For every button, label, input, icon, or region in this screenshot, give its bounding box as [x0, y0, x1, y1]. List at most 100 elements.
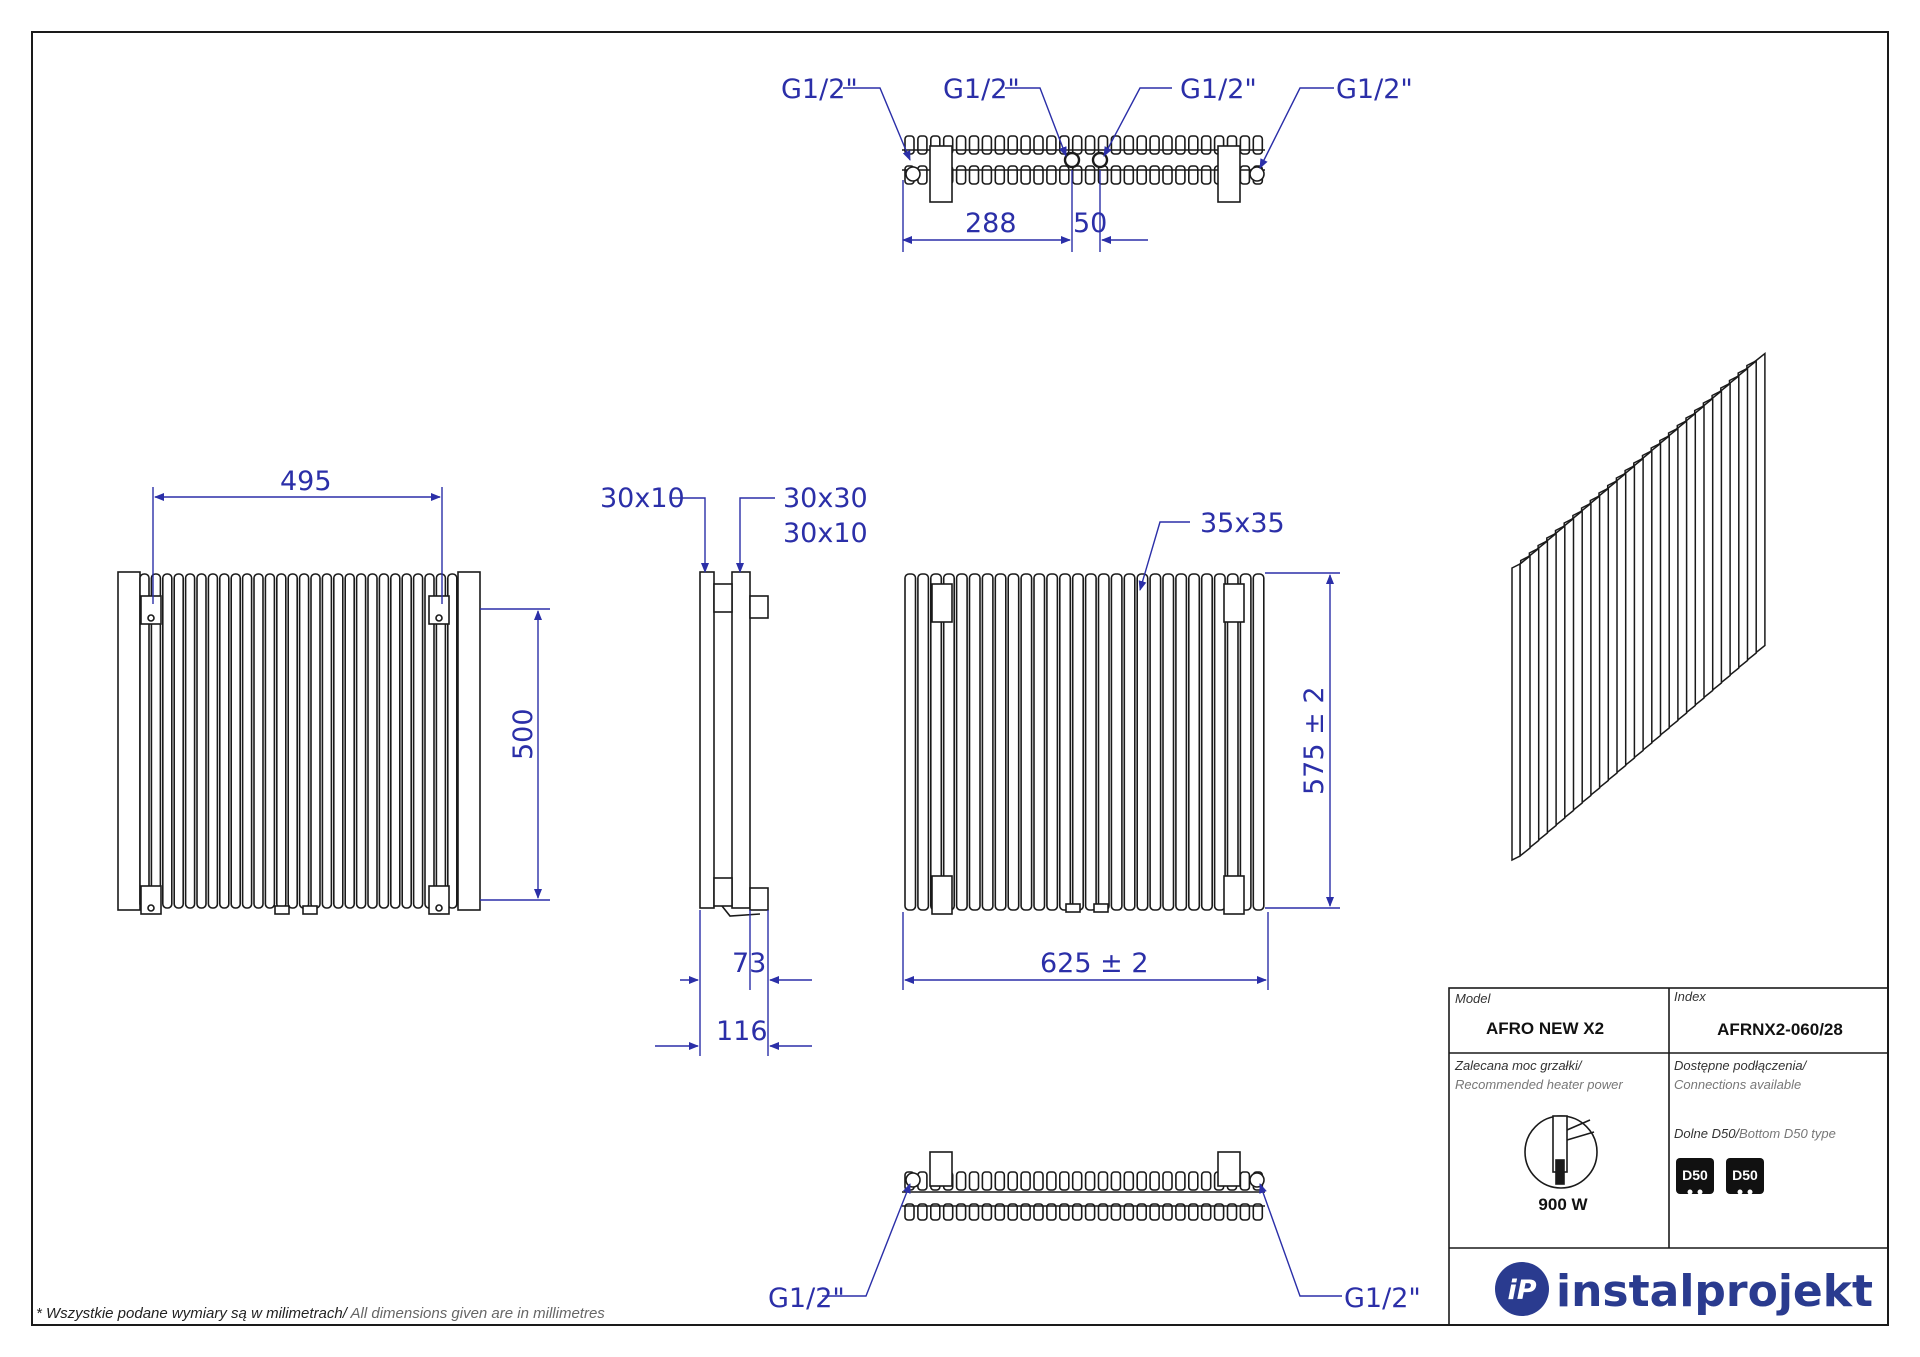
radiator-tube: [1149, 165, 1160, 185]
dim-73: 73: [732, 948, 766, 979]
radiator-tube: [1046, 1171, 1057, 1191]
dim-30x10-b: 30x10: [783, 518, 868, 549]
svg-text:D50: D50: [1732, 1167, 1758, 1183]
radiator-tube: [1020, 1203, 1031, 1221]
radiator-tube: [253, 573, 264, 909]
radiator-tube: [1175, 135, 1186, 155]
radiator-tube: [1149, 1203, 1160, 1221]
radiator-tube: [1175, 1171, 1186, 1191]
radiator-tube: [981, 165, 993, 185]
radiator-tube: [955, 573, 968, 911]
radiator-tube: [1033, 165, 1044, 185]
dim-g-bottom-left: G1/2": [768, 1283, 845, 1314]
radiator-tube: [968, 135, 980, 155]
radiator-tube: [389, 573, 401, 909]
radiator-tube: [955, 1203, 967, 1221]
radiator-tube: [981, 1203, 993, 1221]
radiator-tube: [1007, 165, 1019, 185]
radiator-tube: [981, 573, 994, 911]
radiator-tube: [1136, 1171, 1147, 1191]
instalprojekt-logo: iP instalprojekt: [1495, 1262, 1873, 1317]
radiator-tube: [1059, 1171, 1070, 1191]
radiator-tube: [1097, 1203, 1109, 1221]
radiator-tube: [184, 573, 196, 909]
radiator-tube: [1059, 1203, 1070, 1221]
radiator-tube: [1213, 1203, 1225, 1221]
radiator-tube: [1136, 165, 1147, 185]
radiator-tube: [401, 573, 413, 909]
rear-view: [904, 573, 1265, 915]
dim-30x10: 30x10: [600, 483, 685, 514]
top-view: [902, 135, 1265, 203]
radiator-tube: [1136, 573, 1149, 911]
radiator-tube: [1162, 135, 1173, 155]
radiator-tube: [981, 135, 993, 155]
dim-500: 500: [508, 708, 539, 760]
model-value: AFRO NEW X2: [1486, 1019, 1604, 1038]
radiator-tube: [1110, 165, 1122, 185]
radiator-tube: [994, 135, 1006, 155]
radiator-tube: [968, 1203, 980, 1221]
model-label: Model: [1455, 991, 1492, 1006]
radiator-tube: [1200, 1171, 1212, 1191]
radiator-tube: [1252, 135, 1264, 155]
radiator-tube: [929, 573, 943, 911]
radiator-tube: [994, 1171, 1006, 1191]
radiator-tube: [310, 573, 321, 909]
dim-g-top-2: G1/2": [943, 74, 1020, 105]
heater-label-pl: Zalecana moc grzałki/: [1454, 1058, 1583, 1073]
radiator-tube: [332, 573, 344, 909]
connection-badge-1: D50: [1676, 1158, 1714, 1195]
heater-value: 900 W: [1538, 1195, 1588, 1214]
radiator-tube: [412, 573, 424, 909]
radiator-tube: [981, 1171, 993, 1191]
radiator-tube: [1200, 135, 1212, 155]
radiator-tube: [1084, 1171, 1096, 1191]
radiator-tube-face: [1511, 562, 1521, 862]
radiator-tube: [942, 1203, 954, 1221]
radiator-tube: [1123, 165, 1135, 185]
heater-label-en: Recommended heater power: [1455, 1077, 1623, 1092]
radiator-tube: [196, 573, 207, 909]
radiator-tube: [1007, 1171, 1019, 1191]
radiator-tube: [917, 1203, 928, 1221]
front-view: [117, 571, 481, 915]
radiator-tube: [1252, 1203, 1264, 1221]
radiator-tube: [344, 573, 356, 909]
radiator-tube: [1188, 135, 1199, 155]
radiator-tube: [1162, 165, 1173, 185]
radiator-tube: [219, 573, 230, 909]
radiator-tube: [1007, 1203, 1019, 1221]
radiator-tube: [1110, 1203, 1122, 1221]
radiator-tube: [968, 573, 981, 911]
radiator-tube: [968, 165, 980, 185]
radiator-tube: [955, 165, 967, 185]
radiator-tube: [1188, 1171, 1199, 1191]
radiator-tube: [207, 573, 219, 909]
radiator-tube: [1200, 573, 1213, 911]
radiator-tube: [955, 1171, 967, 1191]
radiator-tube: [1071, 165, 1083, 185]
radiator-tube: [1071, 1171, 1083, 1191]
radiator-tube: [968, 1171, 980, 1191]
radiator-tube: [1149, 1171, 1160, 1191]
radiator-tube: [955, 135, 967, 155]
radiator-tube: [1162, 573, 1175, 911]
radiator-tube: [1020, 573, 1033, 911]
radiator-tube: [929, 1203, 941, 1221]
svg-text:D50: D50: [1682, 1167, 1708, 1183]
radiator-tube: [1033, 1171, 1044, 1191]
radiator-tube: [321, 573, 333, 909]
radiator-tube: [1033, 1203, 1044, 1221]
radiator-tube: [1200, 1203, 1212, 1221]
radiator-tube: [904, 1203, 915, 1221]
radiator-tube: [994, 1203, 1006, 1221]
radiator-tube: [1084, 135, 1096, 155]
radiator-tube: [230, 573, 241, 909]
radiator-tube: [1084, 165, 1096, 185]
radiator-tube: [1084, 1203, 1096, 1221]
index-value: AFRNX2-060/28: [1717, 1020, 1843, 1039]
title-block: [1448, 987, 1889, 1326]
radiator-tube: [1020, 1171, 1031, 1191]
radiator-tube: [1188, 573, 1201, 911]
